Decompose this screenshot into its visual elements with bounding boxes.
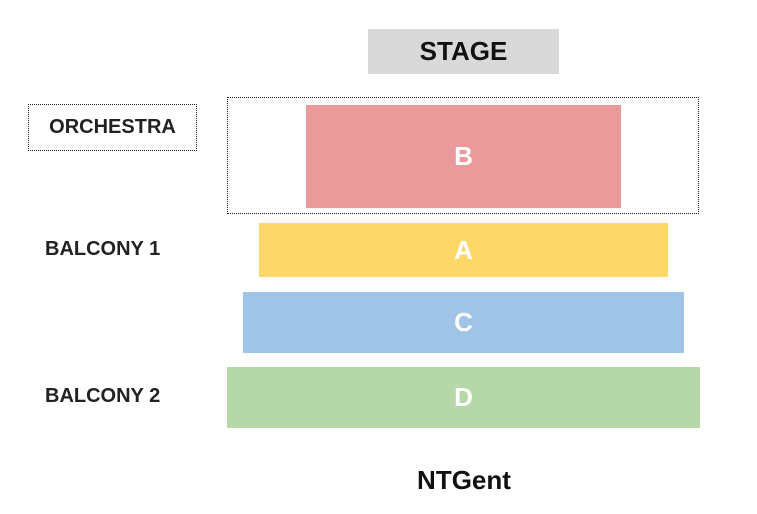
balcony-2-label: BALCONY 2 [45, 385, 161, 407]
stage: STAGE [368, 29, 559, 74]
orchestra-label-box: ORCHESTRA [28, 104, 197, 151]
stage-label: STAGE [419, 36, 508, 66]
section-a[interactable]: A [259, 223, 668, 277]
section-b-label: B [454, 141, 473, 171]
section-d-label: D [454, 382, 473, 412]
section-c-label: C [454, 307, 473, 337]
section-a-label: A [454, 234, 473, 265]
orchestra-label: ORCHESTRA [49, 116, 176, 138]
section-d[interactable]: D [227, 367, 700, 428]
balcony-1-label: BALCONY 1 [45, 238, 161, 260]
venue-name: NTGent [417, 464, 511, 495]
section-b[interactable]: B [306, 105, 621, 208]
section-c[interactable]: C [243, 292, 684, 353]
venue-name-box: NTGent [0, 462, 757, 498]
orchestra-outline [227, 97, 699, 214]
